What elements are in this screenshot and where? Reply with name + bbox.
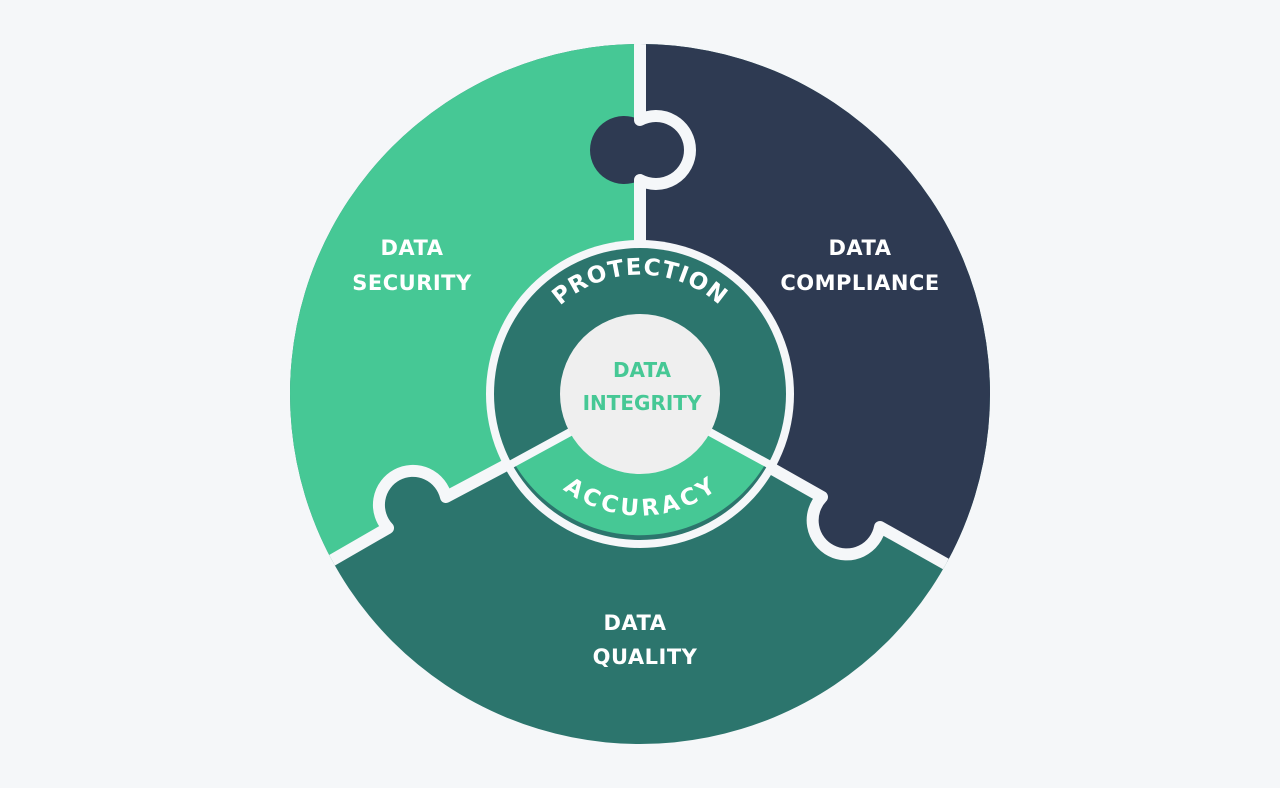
center-circle [560, 314, 720, 474]
security-label-1: DATA [380, 236, 443, 260]
quality-label-1: DATA [603, 611, 666, 635]
compliance-label-1: DATA [828, 236, 891, 260]
center-label-1: DATA [613, 358, 672, 382]
compliance-label-2: COMPLIANCE [780, 271, 939, 295]
security-label-2: SECURITY [352, 271, 472, 295]
security-piece [290, 44, 658, 590]
puzzle-dividers [290, 44, 990, 606]
center-label-2: INTEGRITY [583, 391, 702, 415]
inner-ring [486, 240, 794, 548]
compliance-piece [590, 44, 990, 590]
quality-label-2: QUALITY [593, 645, 698, 669]
